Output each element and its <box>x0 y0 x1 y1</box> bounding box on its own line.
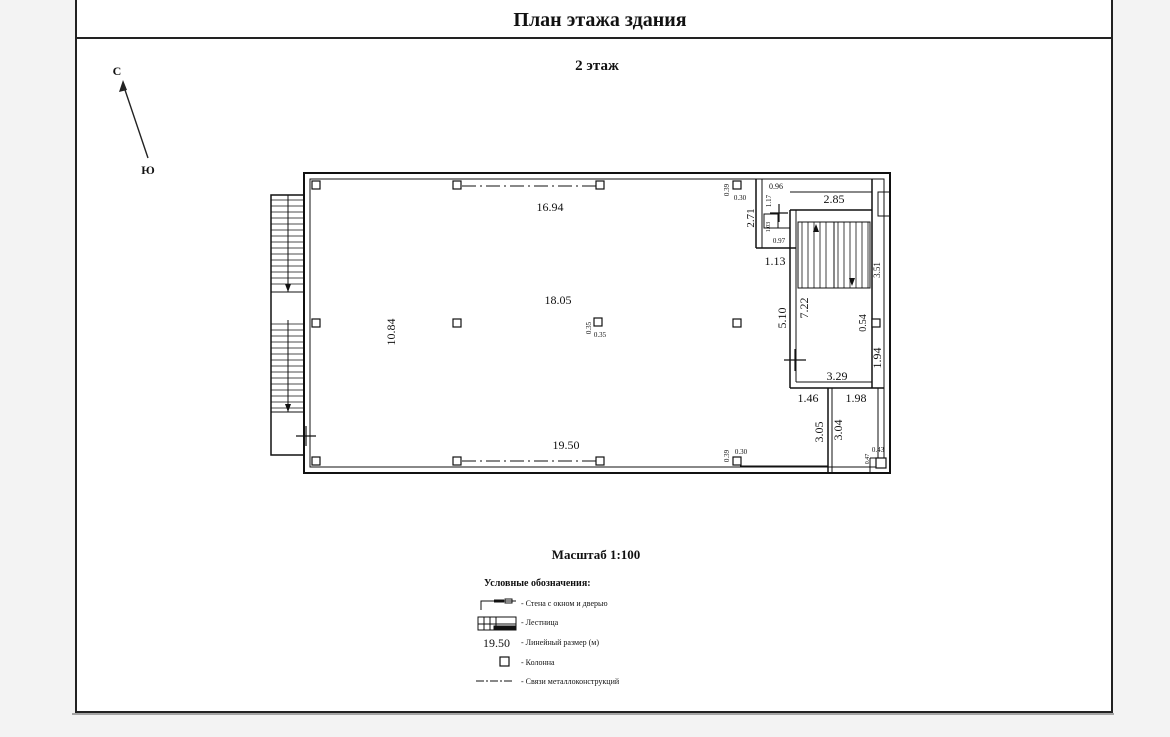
dimension-label: 1.98 <box>846 391 867 405</box>
dimension-label: 1.03 <box>766 222 772 233</box>
column-icon <box>875 457 887 469</box>
north-arrow-icon <box>119 80 127 92</box>
stair-icon <box>477 616 517 631</box>
column-icon <box>452 456 462 466</box>
column-icon <box>311 318 321 328</box>
column-icon <box>595 456 605 466</box>
compass-south: Ю <box>141 163 155 177</box>
column-icon <box>499 656 510 667</box>
sheet-title: План этажа здания <box>513 9 686 31</box>
floor-label: 2 этаж <box>575 58 619 74</box>
dimension-label: 1.17 <box>765 194 773 207</box>
left-staircase <box>270 194 316 456</box>
right-staircase <box>797 221 871 289</box>
dimension-label: 10.84 <box>384 319 398 346</box>
dimension-label: 0.35 <box>585 321 593 334</box>
dimension-label: 0.47 <box>865 454 871 465</box>
dimension-label: 0.97 <box>773 237 786 245</box>
column-icon <box>452 180 462 190</box>
dimension-label: 1.46 <box>798 391 819 405</box>
dimension-label: 1.13 <box>765 254 786 268</box>
scale-label: Масштаб 1:100 <box>552 547 641 562</box>
dimension-label: 5.10 <box>775 308 789 329</box>
dimension-sample: 19.50 <box>483 636 510 650</box>
dimension-label: 0.39 <box>723 183 731 196</box>
svg-text:- Линейный размер (м): - Линейный размер (м) <box>521 638 599 647</box>
sheet-frame <box>75 0 1113 713</box>
column-icon <box>732 456 742 466</box>
dimension-label: 3.51 <box>872 262 882 278</box>
svg-text:- Лестница: - Лестница <box>521 618 559 627</box>
svg-text:- Стена с окном и дверью: - Стена с окном и дверью <box>521 599 608 608</box>
columns <box>311 180 887 469</box>
dimension-label: 2.85 <box>824 192 845 206</box>
dimension-label: 0.39 <box>723 449 731 462</box>
dimension-label: 0.43 <box>872 446 885 454</box>
svg-text:- Связи металлоконструкций: - Связи металлоконструкций <box>521 677 620 686</box>
wall-window-door-icon <box>480 598 516 610</box>
dimensions: 16.94 18.05 19.50 10.84 0.35 0.35 0.39 0… <box>384 182 885 464</box>
dimension-label: 0.54 <box>858 314 869 332</box>
dimension-label: 0.96 <box>769 182 783 191</box>
dimension-label: 0.35 <box>594 331 607 339</box>
column-icon <box>732 318 742 328</box>
dimension-label: 19.50 <box>553 438 580 452</box>
compass: С Ю <box>113 64 155 177</box>
dimension-label: 3.04 <box>831 420 845 441</box>
dimension-label: 7.22 <box>797 298 811 319</box>
dimension-label: 0.30 <box>735 448 748 456</box>
dimension-label: 16.94 <box>537 200 564 214</box>
legend-title: Условные обозначения: <box>484 578 591 589</box>
column-icon <box>311 180 321 190</box>
column-icon <box>452 318 462 328</box>
title-box <box>75 0 1113 39</box>
svg-text:- Колонна: - Колонна <box>521 658 555 667</box>
column-icon <box>595 180 605 190</box>
dimension-label: 18.05 <box>545 293 572 307</box>
dimension-label: 3.05 <box>812 422 826 443</box>
metal-bracing-lines <box>462 185 597 462</box>
column-icon <box>871 318 881 328</box>
column-icon <box>311 456 321 466</box>
column-icon <box>593 317 603 327</box>
dimension-label: 1.94 <box>870 348 884 369</box>
legend: - Стена с окном и дверью - Лестница 19.5… <box>476 598 620 686</box>
dimension-label: 0.30 <box>734 194 747 202</box>
dimension-label: 2.71 <box>745 208 757 227</box>
compass-north: С <box>113 64 122 78</box>
column-icon <box>732 180 742 190</box>
dimension-label: 3.29 <box>827 369 848 383</box>
